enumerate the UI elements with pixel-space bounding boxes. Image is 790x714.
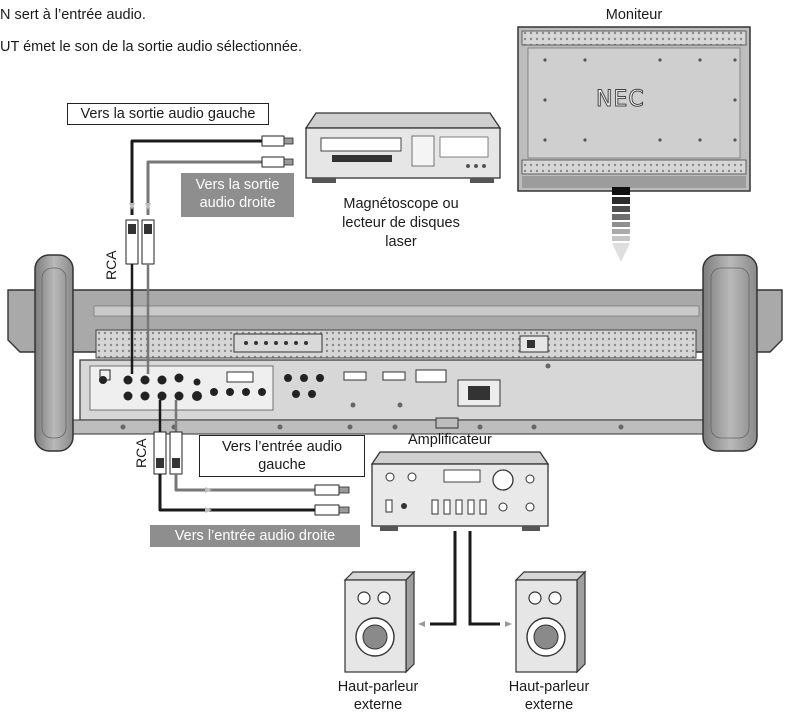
rca-label-bottom: RCA (133, 438, 149, 468)
speaker-right-label-line-1: Haut-parleur (508, 679, 590, 695)
vcr-label-line-1: Magnétoscope ou (343, 196, 459, 212)
label-right-audio-in: Vers l’entrée audio droite (150, 525, 360, 547)
intro-line-1: N sert à l’entrée audio. (0, 7, 146, 23)
label-left-audio-in: Vers l’entrée audio gauche (199, 435, 365, 477)
vcr (304, 112, 502, 183)
label-right-audio-out: Vers la sortie audio droite (181, 173, 294, 217)
label-right-audio-out-line-2: audio droite (199, 195, 276, 211)
amplifier (370, 451, 550, 531)
monitor-label: Moniteur (605, 7, 663, 23)
monitor (517, 26, 751, 192)
main-panel (7, 289, 783, 435)
speaker-left-label-line-2: externe (353, 697, 403, 713)
vcr-label-line-2: lecteur de disques (342, 215, 460, 231)
speaker-left-label-line-1: Haut-parleur (337, 679, 419, 695)
lower-rca-cables (153, 400, 350, 516)
amplifier-label: Amplificateur (408, 432, 492, 448)
speaker-left-label: Haut-parleur externe (323, 678, 433, 714)
vcr-label-line-3: laser (385, 234, 417, 250)
vcr-label: Magnétoscope ou lecteur de disques laser (323, 195, 479, 252)
speaker-right-label: Haut-parleur externe (494, 678, 604, 714)
rca-label-top: RCA (103, 250, 119, 280)
speaker-left (343, 570, 416, 674)
intro-line-2: UT émet le son de la sortie audio sélect… (0, 39, 302, 55)
monitor-brand-logo: NEC (596, 87, 645, 112)
label-left-audio-out: Vers la sortie audio gauche (67, 103, 269, 125)
upper-rca-cables (125, 135, 294, 374)
label-left-audio-in-line-1: Vers l’entrée audio (221, 439, 343, 455)
gradient-arrow (612, 187, 630, 262)
speaker-right-label-line-2: externe (524, 697, 574, 713)
speaker-cables (418, 531, 512, 627)
label-right-audio-out-line-1: Vers la sortie (195, 177, 280, 193)
speaker-right (514, 570, 587, 674)
label-left-audio-in-line-2: gauche (258, 457, 306, 473)
side-stands (34, 254, 758, 452)
